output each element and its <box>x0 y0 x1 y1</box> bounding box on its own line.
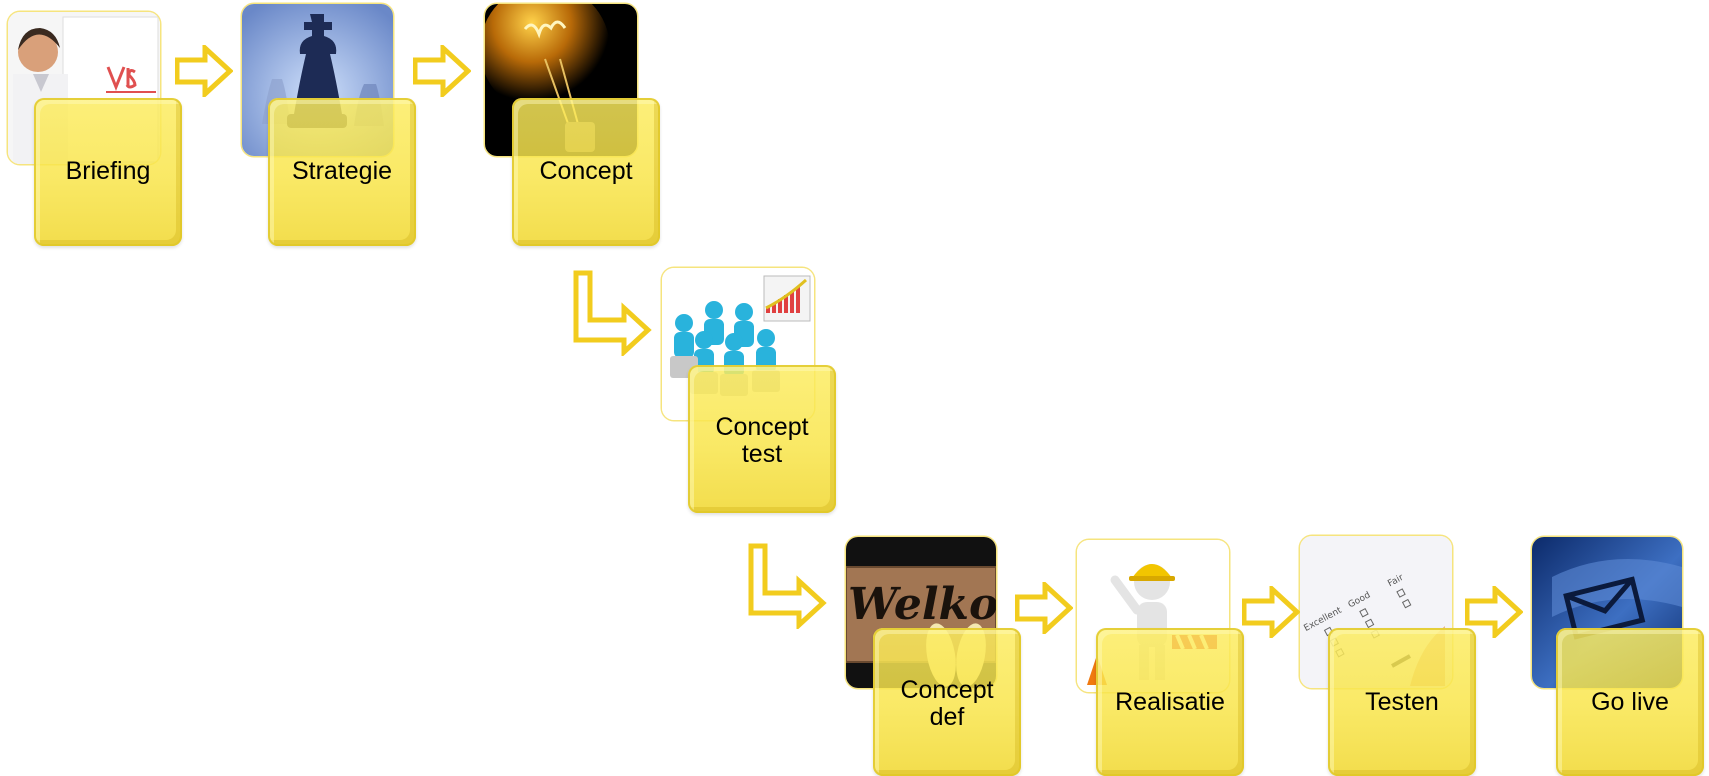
welcome-mat-icon: Welkom <box>846 537 996 688</box>
step-label: Concept def <box>873 628 1021 776</box>
step-label-text: Concept def <box>900 676 994 731</box>
step-label: Concept <box>512 98 660 246</box>
right-arrow-icon <box>175 45 233 97</box>
step-label: Briefing <box>34 98 182 246</box>
step-label: Go live <box>1556 628 1704 776</box>
svg-text:Welkom: Welkom <box>848 579 996 630</box>
turn-down-right-arrow-icon <box>748 543 827 629</box>
right-arrow-icon <box>413 45 471 97</box>
step-label-text: Concept test <box>715 413 809 468</box>
step-label: Testen <box>1328 628 1476 776</box>
vision-presenter-icon <box>8 12 160 164</box>
right-arrow-icon <box>1465 586 1523 638</box>
turn-down-right-arrow-icon <box>573 270 652 356</box>
step-label: Concept test <box>688 365 836 513</box>
right-arrow-icon <box>1242 586 1300 638</box>
step-label: Strategie <box>268 98 416 246</box>
right-arrow-icon <box>1015 582 1073 634</box>
step-label: Realisatie <box>1096 628 1244 776</box>
